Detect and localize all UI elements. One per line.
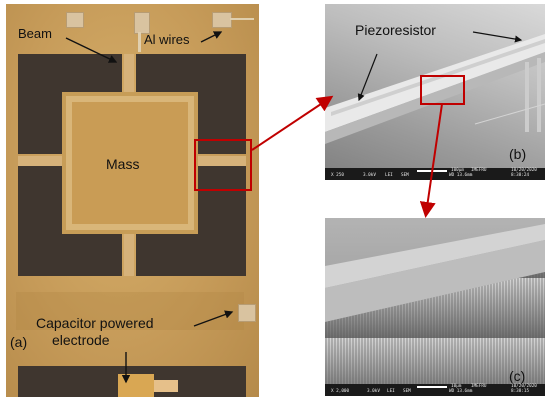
region-of-interest-box <box>194 139 252 191</box>
a-to-b-arrow <box>251 95 334 151</box>
beam-bottom <box>124 232 134 276</box>
sem-scale-bar <box>417 386 447 388</box>
sem-detector: LEI <box>387 389 395 394</box>
bond-pad <box>66 12 84 28</box>
beam-side <box>325 52 545 144</box>
beam-sidewall-closeup <box>325 224 545 384</box>
sem-date: 10/20/2020 <box>511 168 537 173</box>
piezoresistor-arrow-right <box>472 31 523 43</box>
capacitor-label-line2: electrode <box>52 332 110 348</box>
sem-magnification: X 250 <box>331 173 344 178</box>
capacitor-label-line1: Capacitor powered <box>36 315 154 331</box>
optical-micrograph-panel: Beam Al wires Mass Capacitor powered ele… <box>6 4 259 397</box>
sem-panel-c: (c) X 2,000 3.0kV LEI SEM 10μm IMEFRU WD… <box>325 218 545 396</box>
beam-top-surface <box>325 224 545 288</box>
sem-scale-text: 10μm <box>451 384 462 389</box>
sem-org: IMEFRU <box>471 384 487 389</box>
pillar <box>537 58 541 132</box>
sem-scale-bar <box>417 170 447 172</box>
piezoresistor-strip <box>331 39 545 116</box>
al-wires-arrow <box>200 31 223 43</box>
capacitor-arrow <box>193 310 234 327</box>
beam-top-surface <box>325 34 545 132</box>
beam-arrow <box>65 37 118 63</box>
sem-info-bar: X 2,000 3.0kV LEI SEM 10μm IMEFRU WD 13.… <box>325 384 545 396</box>
panel-c-label: (c) <box>509 368 526 384</box>
sem-time: 8:38:24 <box>511 173 530 178</box>
mass-label: Mass <box>106 156 140 172</box>
beam-edge <box>325 240 545 322</box>
bond-pad <box>212 12 232 28</box>
capacitor-electrode-highlight <box>154 380 178 392</box>
bond-pad <box>134 12 150 34</box>
bond-pad <box>238 304 256 322</box>
al-wire-trace <box>230 18 254 20</box>
sem-panel-b: Piezoresistor (b) X 250 3.0kV LEI SEM 10… <box>325 4 545 180</box>
panel-a-arrows <box>65 31 234 384</box>
sem-wd: WD 13.6mm <box>449 389 473 394</box>
sem-detector: LEI <box>385 173 393 178</box>
beam-label: Beam <box>18 26 52 41</box>
piezoresistor-arrow-left <box>357 53 378 102</box>
beam-right <box>196 156 246 166</box>
sem-mode: SEM <box>401 173 409 178</box>
sem-info-bar: X 250 3.0kV LEI SEM 100μm IMEFRU WD 13.6… <box>325 168 545 180</box>
sem-date: 10/20/2020 <box>511 384 537 389</box>
scalloped-sidewall <box>325 272 545 384</box>
proof-mass-inner <box>72 102 188 224</box>
sem-scale-text: 100μm <box>451 168 464 173</box>
panel-a-label: (a) <box>10 334 28 350</box>
beam-top <box>124 54 134 94</box>
lower-substrate-band <box>16 292 244 330</box>
substrate-edge <box>474 103 545 125</box>
sem-wd: WD 13.6mm <box>449 173 473 178</box>
pillar <box>525 62 529 132</box>
al-wires-label: Al wires <box>144 32 190 47</box>
sem-mode: SEM <box>403 389 411 394</box>
panel-b-label: (b) <box>509 146 527 162</box>
sem-time: 8:38:15 <box>511 389 530 394</box>
sem-org: IMEFRU <box>471 168 487 173</box>
sem-voltage: 3.0kV <box>363 173 376 178</box>
sem-voltage: 3.0kV <box>367 389 380 394</box>
al-wire-trace <box>138 32 141 52</box>
cantilever-structure <box>325 31 545 144</box>
piezoresistor-label: Piezoresistor <box>355 22 436 38</box>
sem-magnification: X 2,000 <box>331 389 350 394</box>
beam-left <box>18 156 64 166</box>
